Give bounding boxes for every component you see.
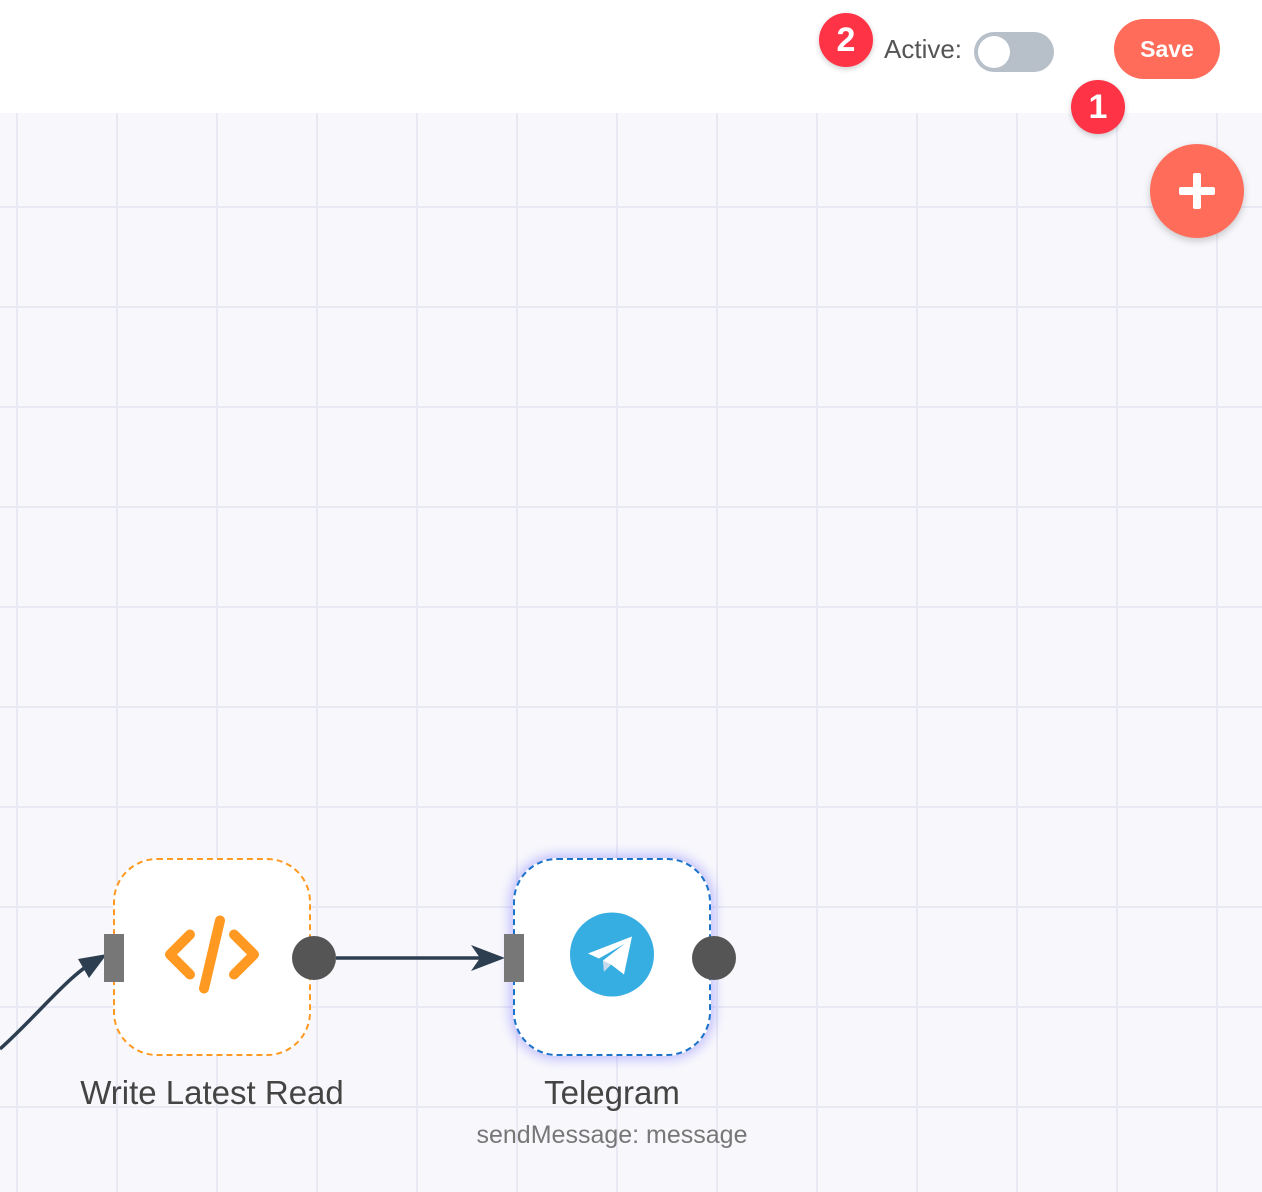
code-node-input-port[interactable]: [104, 934, 124, 982]
toggle-knob: [978, 36, 1010, 68]
step-badge-1: 1: [1071, 80, 1125, 134]
add-node-button[interactable]: [1150, 144, 1244, 238]
telegram-icon: [570, 912, 654, 1002]
node-telegram[interactable]: [513, 858, 711, 1056]
connections-layer: [0, 945, 505, 1051]
node-subtitle-telegram: sendMessage: message: [476, 1121, 748, 1149]
incoming-connection: [0, 956, 101, 1051]
code-icon: [164, 915, 260, 1000]
telegram-node-output-port[interactable]: [692, 936, 736, 980]
connection-arrowhead: [471, 945, 505, 971]
telegram-node-input-port[interactable]: [504, 934, 524, 982]
step-badge-2: 2: [819, 13, 873, 67]
node-title-telegram: Telegram: [544, 1074, 680, 1111]
active-label: Active:: [884, 34, 963, 64]
node-write-latest-read[interactable]: [113, 858, 311, 1056]
node-title-write-latest-read: Write Latest Read: [80, 1074, 344, 1111]
plus-icon: [1179, 173, 1215, 209]
top-bar: 2 Active: Save: [0, 0, 1262, 113]
save-button[interactable]: Save: [1114, 19, 1220, 79]
incoming-arrowhead: [78, 954, 107, 978]
code-node-output-port[interactable]: [292, 936, 336, 980]
active-toggle[interactable]: [974, 32, 1054, 72]
